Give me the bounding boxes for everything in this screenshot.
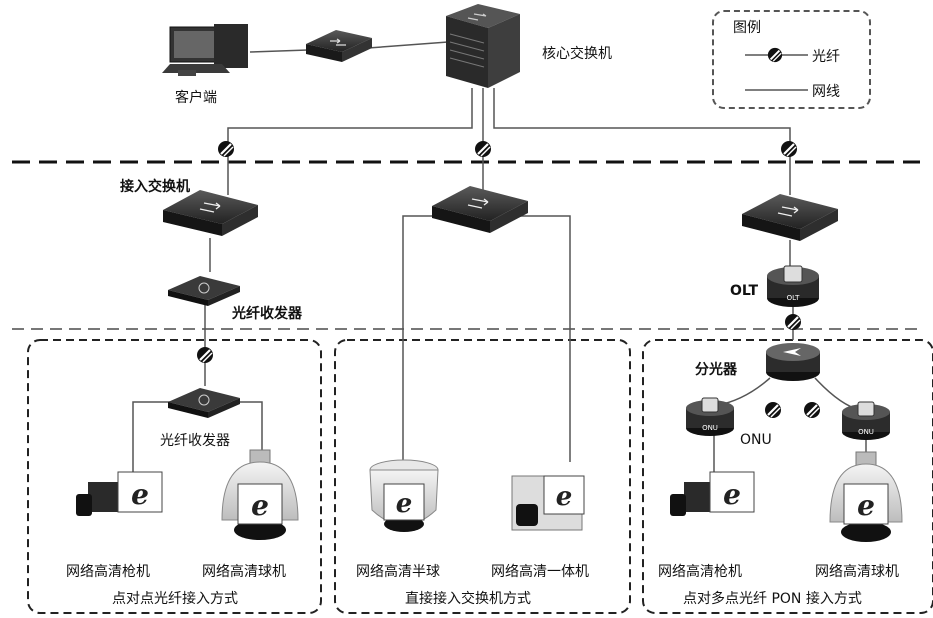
fiber-marker [764,401,782,419]
camera-label: 网络高清球机 [815,564,899,580]
camera-label: 网络高清一体机 [491,564,589,580]
access-switch-right-icon [742,194,838,241]
e-badge-icon: e [723,478,741,511]
fiber-marker [196,346,214,364]
transceiver-label: 光纤收发器 [160,433,230,449]
zone-title-p2p: 点对点光纤接入方式 [112,591,238,607]
client-label: 客户端 [175,90,217,106]
bullet-camera-icon: e [670,471,755,516]
legend-box [712,10,871,109]
splitter-label: 分光器 [695,362,737,378]
e-badge-icon: e [857,489,875,522]
zone-box-p2p [27,339,322,614]
olt-tag: OLT [787,294,800,302]
camera-label: 网络高清半球 [356,564,440,580]
fiber-marker [217,140,235,158]
client-computer-icon [162,24,248,76]
e-badge-icon: e [396,489,413,519]
zone-box-direct [334,339,631,614]
fiber-marker [784,313,802,331]
fiber-marker [780,140,798,158]
splitter-icon [766,343,820,381]
dome-camera-icon: e [221,449,299,540]
bullet-camera-icon: e [76,471,163,516]
camera-label: 网络高清枪机 [658,564,742,580]
onu-right-icon: ONU [842,401,890,440]
access-switch-left-icon [163,190,258,236]
fiber-transceiver-icon [168,276,240,306]
onu-tag: ONU [702,424,718,432]
core-switch-icon [446,4,520,88]
switch-icon [306,30,372,62]
e-badge-icon: e [131,478,149,511]
onu-label: ONU [740,432,772,448]
zone-box-pon [642,339,933,614]
transceiver-top-label: 光纤收发器 [232,306,302,322]
access-switch-label: 接入交换机 [120,179,190,195]
legend-title: 图例 [733,20,761,36]
half-dome-camera-icon: e [369,459,439,532]
olt-label: OLT [730,283,759,299]
fiber-transceiver-icon [168,388,240,418]
legend-fiber-label: 光纤 [812,49,840,65]
fiber-marker [803,401,821,419]
e-badge-icon: e [251,489,269,522]
e-badge-icon: e [556,482,573,512]
legend-cable-label: 网线 [812,84,840,100]
onu-left-icon: ONU [686,397,734,436]
zone-title-pon: 点对多点光纤 PON 接入方式 [683,591,862,607]
fiber-marker [474,140,492,158]
legend-graphics [745,47,808,91]
camera-label: 网络高清枪机 [66,564,150,580]
integrated-camera-icon: e [511,475,585,531]
access-switch-middle-icon [432,186,528,233]
dome-camera-icon: e [829,451,903,542]
camera-label: 网络高清球机 [202,564,286,580]
core-switch-label: 核心交换机 [542,46,612,62]
onu-tag: ONU [858,428,874,436]
olt-icon: OLT [767,265,819,307]
zone-title-direct: 直接接入交换机方式 [405,591,531,607]
